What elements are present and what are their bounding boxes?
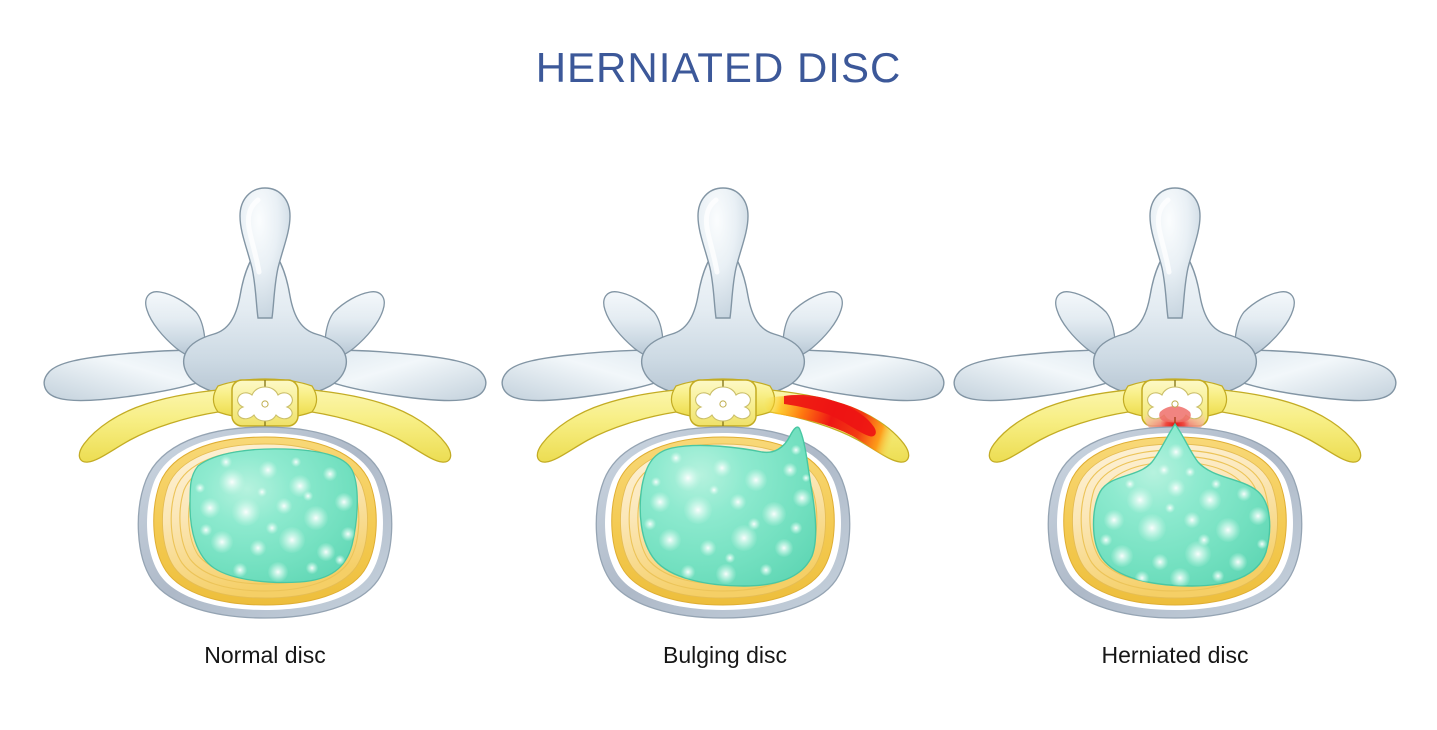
spinous-process <box>697 187 749 319</box>
spinous-process-highlight <box>245 197 262 275</box>
transverse-process-left <box>953 349 1121 402</box>
vertebral-arch <box>501 187 945 402</box>
transverse-process-left <box>43 349 211 402</box>
spinous-process-highlight <box>1155 197 1172 275</box>
transverse-process-right <box>319 349 487 402</box>
vertebral-arch <box>43 187 487 402</box>
spinous-process <box>239 187 291 319</box>
nucleus-pulposus-herniated <box>1092 422 1271 587</box>
transverse-process-right <box>777 349 945 402</box>
cord-inflammation-overlay <box>1159 406 1191 423</box>
inflammation-hotspot <box>784 394 876 437</box>
central-canal <box>719 400 727 408</box>
spinal-canal <box>231 379 299 427</box>
central-canal <box>1171 400 1179 408</box>
nucleus-bubbles <box>644 445 811 584</box>
nucleus-bubbles <box>1100 444 1267 586</box>
vertebral-arch <box>953 187 1397 402</box>
intervertebral-disc <box>1047 422 1303 619</box>
spinous-process <box>1149 187 1201 319</box>
central-canal <box>261 400 269 408</box>
panel-bulging-disc <box>501 187 945 619</box>
panel-herniated-disc <box>953 187 1397 619</box>
nucleus-pulposus <box>189 448 358 584</box>
inflammation-nerve-root <box>764 396 904 461</box>
caption-herniated-disc: Herniated disc <box>1101 642 1249 668</box>
caption-normal-disc: Normal disc <box>204 642 326 668</box>
page-title: HERNIATED DISC <box>535 44 902 91</box>
transverse-process-right <box>1229 349 1397 402</box>
intervertebral-disc <box>137 426 393 619</box>
transverse-process-left <box>501 349 669 402</box>
nucleus-body <box>1092 422 1271 587</box>
spinal-canal <box>689 379 757 427</box>
nucleus-pulposus-bulging <box>639 426 817 587</box>
intervertebral-disc <box>595 426 851 619</box>
panel-normal-disc <box>43 187 487 619</box>
nucleus-bubbles <box>195 456 355 582</box>
caption-bulging-disc: Bulging disc <box>662 642 788 668</box>
spinous-process-highlight <box>703 197 720 275</box>
